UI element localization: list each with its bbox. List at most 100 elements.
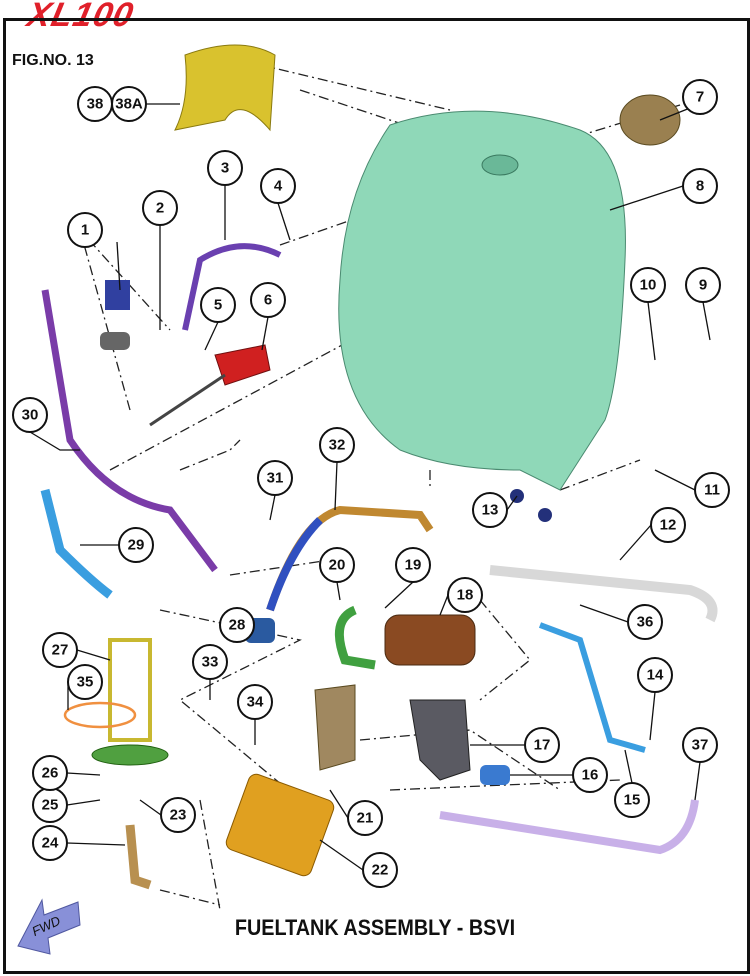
callout-10: 10 — [630, 267, 666, 303]
bracket-21 — [314, 684, 356, 771]
callout-number: 28 — [229, 617, 246, 634]
callout-36: 36 — [627, 604, 663, 640]
callout-21: 21 — [347, 800, 383, 836]
callout-number: 10 — [640, 277, 657, 294]
callout-number: 9 — [699, 277, 707, 294]
callout-number: 17 — [534, 737, 551, 754]
figure-number: FIG.NO. 13 — [12, 52, 94, 69]
callout-6: 6 — [250, 282, 286, 318]
callout-number: 12 — [660, 517, 677, 534]
diagram-title: FUELTANK ASSEMBLY - BSVI — [234, 915, 516, 940]
callout-12: 12 — [650, 507, 686, 543]
callout-number: 26 — [42, 765, 59, 782]
lilac-hose-37 — [439, 799, 699, 855]
callout-1: 1 — [67, 212, 103, 248]
callout-number: 15 — [624, 792, 641, 809]
callout-13: 13 — [472, 492, 508, 528]
callout-number: 35 — [77, 674, 94, 691]
fuel-pump-part — [108, 638, 152, 742]
callout-number: 37 — [692, 737, 709, 754]
callout-number: 6 — [264, 292, 272, 309]
callout-number: 24 — [42, 835, 59, 852]
callout-9: 9 — [685, 267, 721, 303]
callout-32: 32 — [319, 427, 355, 463]
callout-7: 7 — [682, 79, 718, 115]
callout-17: 17 — [524, 727, 560, 763]
sensor-6-part — [214, 344, 271, 386]
callout-31: 31 — [257, 460, 293, 496]
callout-22: 22 — [362, 852, 398, 888]
callout-number: 4 — [274, 178, 283, 195]
callout-25: 25 — [32, 787, 68, 823]
callout-16: 16 — [572, 757, 608, 793]
gasket-35 — [63, 701, 137, 729]
callout-24: 24 — [32, 825, 68, 861]
callout-11: 11 — [694, 472, 730, 508]
callout-14: 14 — [637, 657, 673, 693]
callout-38a: 38A — [111, 86, 147, 122]
callout-number: 22 — [372, 862, 389, 879]
callout-30: 30 — [12, 397, 48, 433]
clip-2-part — [100, 332, 130, 350]
callout-number: 2 — [156, 200, 164, 217]
purple-hose-3 — [182, 243, 282, 331]
callout-number: 11 — [704, 482, 720, 499]
callout-15: 15 — [614, 782, 650, 818]
callout-number: 31 — [267, 470, 284, 487]
callout-number: 38A — [115, 96, 143, 113]
diagram-frame — [3, 18, 750, 974]
callout-number: 23 — [170, 807, 187, 824]
blue-hose-14 — [538, 622, 646, 753]
callout-number: 16 — [582, 767, 599, 784]
canister-bracket-part — [409, 699, 471, 781]
callout-number: 38 — [87, 96, 104, 113]
callout-3: 3 — [207, 150, 243, 186]
callout-number: 3 — [221, 160, 229, 177]
hose-24 — [125, 824, 152, 890]
callout-37: 37 — [682, 727, 718, 763]
callout-number: 33 — [202, 654, 219, 671]
callout-38: 38 — [77, 86, 113, 122]
fuel-cap-part — [619, 94, 681, 146]
blue-hose-29 — [40, 488, 113, 599]
callout-number: 27 — [52, 642, 69, 659]
callout-29: 29 — [118, 527, 154, 563]
callout-number: 36 — [637, 614, 654, 631]
callout-number: 34 — [247, 694, 264, 711]
callout-number: 32 — [329, 437, 346, 454]
callout-number: 18 — [457, 587, 474, 604]
callout-5: 5 — [200, 287, 236, 323]
callout-number: 25 — [42, 797, 59, 814]
hose-12 — [489, 565, 718, 623]
callout-number: 19 — [405, 557, 422, 574]
callout-number: 21 — [357, 810, 374, 827]
callout-8: 8 — [682, 168, 718, 204]
purple-hose-30 — [41, 289, 218, 573]
pump-flange — [91, 744, 169, 766]
canister-part — [384, 614, 476, 666]
callout-4: 4 — [260, 168, 296, 204]
callout-number: 7 — [696, 89, 704, 106]
callout-2: 2 — [142, 190, 178, 226]
callout-number: 30 — [22, 407, 39, 424]
callout-28: 28 — [219, 607, 255, 643]
callout-19: 19 — [395, 547, 431, 583]
callout-number: 1 — [81, 222, 89, 239]
callout-18: 18 — [447, 577, 483, 613]
callout-number: 13 — [482, 502, 499, 519]
callout-34: 34 — [237, 684, 273, 720]
callout-33: 33 — [192, 644, 228, 680]
callout-number: 14 — [647, 667, 664, 684]
blue-hose-32 — [266, 517, 323, 612]
callout-number: 20 — [329, 557, 346, 574]
valve-16-part — [480, 765, 510, 785]
callout-number: 8 — [696, 178, 704, 195]
callout-26: 26 — [32, 755, 68, 791]
callout-number: 5 — [214, 297, 222, 314]
tank-cover-part — [174, 44, 276, 132]
forward-arrow-icon: FWD — [17, 898, 81, 955]
callout-35: 35 — [67, 664, 103, 700]
filler-neck — [481, 154, 519, 176]
